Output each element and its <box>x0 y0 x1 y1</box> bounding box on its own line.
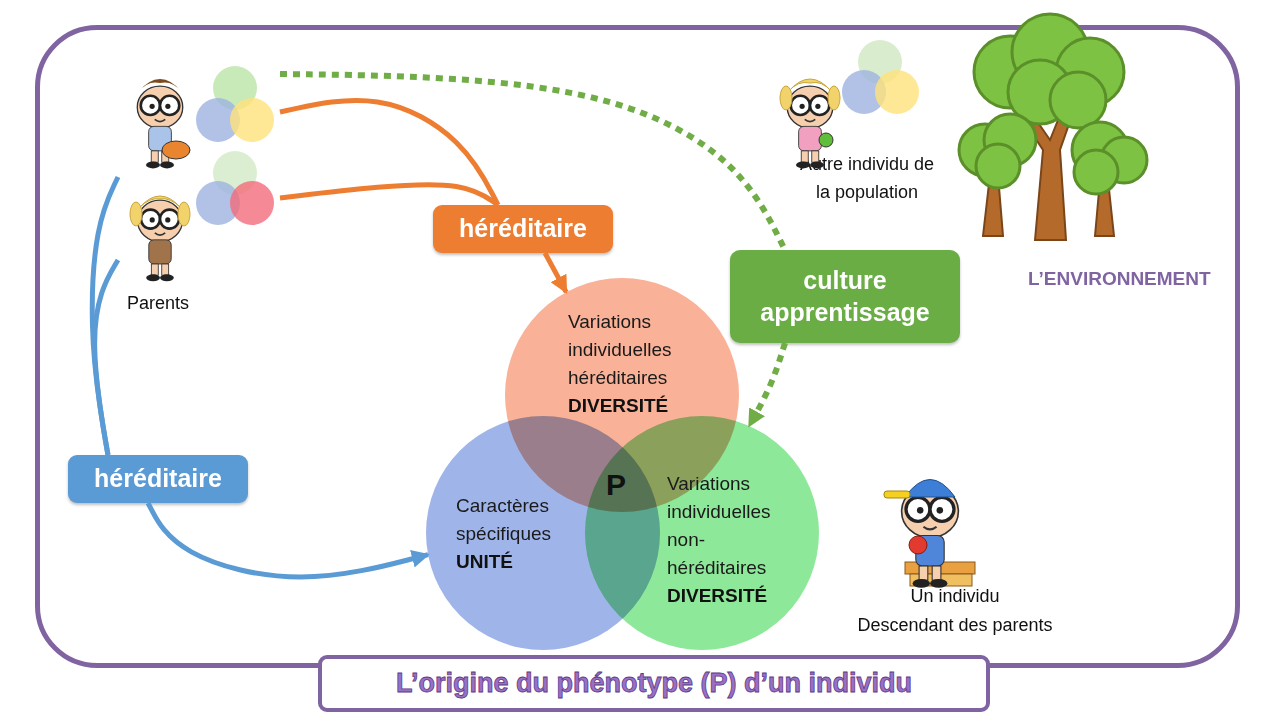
venn-circle: Variations individuelles non-héréditaire… <box>585 416 819 650</box>
node-text: DIVERSITÉ <box>667 582 795 610</box>
node-content: Variations individuelles non-héréditaire… <box>667 470 795 610</box>
trees-illustration <box>959 14 1147 240</box>
mother-figure-part <box>178 202 190 226</box>
connector <box>749 343 785 426</box>
father-gene-symbol <box>196 66 274 142</box>
trees-illustration-part <box>1018 100 1076 240</box>
other-individual-figure-part <box>819 133 833 147</box>
trees-illustration-part <box>983 175 1003 236</box>
node-text: héréditaire <box>459 213 587 244</box>
trees-illustration-part-part <box>974 36 1046 108</box>
node-text: Autre individu de la population <box>797 150 937 206</box>
descendant-figure <box>884 480 975 588</box>
node-text: UNITÉ <box>456 548 581 576</box>
culture-box: culture apprentissage <box>730 250 960 343</box>
other-individual-figure-part <box>788 79 832 92</box>
descendant-figure-part <box>910 574 972 586</box>
node-text: Descendant des parents <box>830 611 1080 640</box>
father-figure <box>137 79 190 168</box>
hereditary-box: héréditaire <box>433 205 613 253</box>
other-gene-symbol-part <box>842 70 886 114</box>
trees-illustration-part-part <box>1072 122 1128 178</box>
trees-illustration-part-part <box>1050 72 1106 128</box>
node-content: héréditaire <box>433 205 613 253</box>
node-text-group: héréditaire <box>459 213 587 244</box>
node-content: Autre individu de la population <box>797 150 937 206</box>
node-content: Caractères spécifiquesUNITÉ <box>456 492 581 576</box>
trees-illustration-part <box>1095 180 1114 236</box>
connector-group <box>92 74 785 577</box>
node-content: Variations individuelles héréditairesDIV… <box>568 308 698 420</box>
other-individual-figure <box>780 79 840 168</box>
individual-group: Autre individu de la population <box>775 40 945 235</box>
descendant-figure-part <box>902 485 959 588</box>
individual-group: Un individuDescendant des parents <box>830 455 1080 640</box>
node-content: héréditaire <box>68 455 248 503</box>
descendant-figure-part <box>905 480 955 498</box>
trees-illustration-part-part <box>976 144 1020 188</box>
mother-figure <box>130 196 190 281</box>
trees-illustration-part-part <box>1074 150 1118 194</box>
environment-frame: Parents Autre individu de la population hé… <box>35 25 1240 668</box>
mother-gene-symbol-part <box>213 151 257 195</box>
node-content: Un individuDescendant des parents <box>830 582 1080 640</box>
trees-illustration-part-part <box>1008 60 1072 124</box>
node-text: L’ENVIRONNEMENT <box>1028 268 1211 290</box>
connector <box>280 100 498 205</box>
node-content: Parents <box>127 293 189 314</box>
other-gene-symbol-part <box>875 70 919 114</box>
father-gene-symbol-part <box>230 98 274 142</box>
descendant-figure-part <box>905 562 975 574</box>
father-gene-symbol-part <box>213 66 257 110</box>
node-text: Variations individuelles non-héréditaire… <box>667 470 795 582</box>
node-text: Parents <box>127 293 189 314</box>
other-gene-symbol <box>842 40 919 114</box>
node-text: Un individu <box>830 582 1080 611</box>
mother-gene-symbol-part <box>196 181 240 225</box>
trees-illustration-part-part <box>1056 38 1124 106</box>
other-individual-figure-part <box>787 86 833 168</box>
connector <box>148 503 428 577</box>
circle-fill <box>585 416 819 650</box>
descendant-figure-part <box>884 491 910 498</box>
other-gene-symbol-part <box>858 40 902 84</box>
node-text: Caractères spécifiques <box>456 492 581 548</box>
father-gene-symbol-part <box>196 98 240 142</box>
title-box: L’origine du phénotype (P) d’un individu <box>318 655 990 712</box>
node-content: culture apprentissage <box>730 250 960 343</box>
node-text: DIVERSITÉ <box>568 392 698 420</box>
hereditary-box: héréditaire <box>68 455 248 503</box>
node-text-group: culture apprentissage <box>736 265 954 328</box>
mother-gene-symbol <box>196 151 274 225</box>
mother-figure-part <box>130 202 142 226</box>
descendant-figure-part <box>909 536 927 554</box>
node-text: culture apprentissage <box>736 265 954 328</box>
father-figure-part <box>138 79 182 92</box>
trees-illustration-part-part <box>959 124 1011 176</box>
father-figure-part <box>137 86 183 168</box>
trees-illustration-part-part <box>1012 14 1088 90</box>
connector <box>95 260 118 455</box>
parents-group: Parents <box>118 62 280 320</box>
trees-illustration-part-part <box>1101 137 1147 183</box>
connector <box>92 177 118 455</box>
mother-figure-part <box>138 200 183 281</box>
mother-figure-part <box>139 196 181 208</box>
connector <box>280 74 785 250</box>
connector <box>545 253 566 292</box>
other-individual-figure-part <box>780 86 792 110</box>
mother-gene-symbol-part <box>230 181 274 225</box>
diagram-title: L’origine du phénotype (P) d’un individu <box>396 668 912 699</box>
other-individual-figure-part <box>828 86 840 110</box>
node-text: Variations individuelles héréditaires <box>568 308 698 392</box>
node-content: L’ENVIRONNEMENT <box>1028 268 1211 290</box>
trees-illustration-part-part <box>984 114 1036 166</box>
trees-illustration-part <box>959 14 1147 194</box>
connector <box>280 185 498 205</box>
father-figure-part <box>162 141 190 159</box>
node-text: héréditaire <box>94 463 222 494</box>
node-text-group: héréditaire <box>94 463 222 494</box>
